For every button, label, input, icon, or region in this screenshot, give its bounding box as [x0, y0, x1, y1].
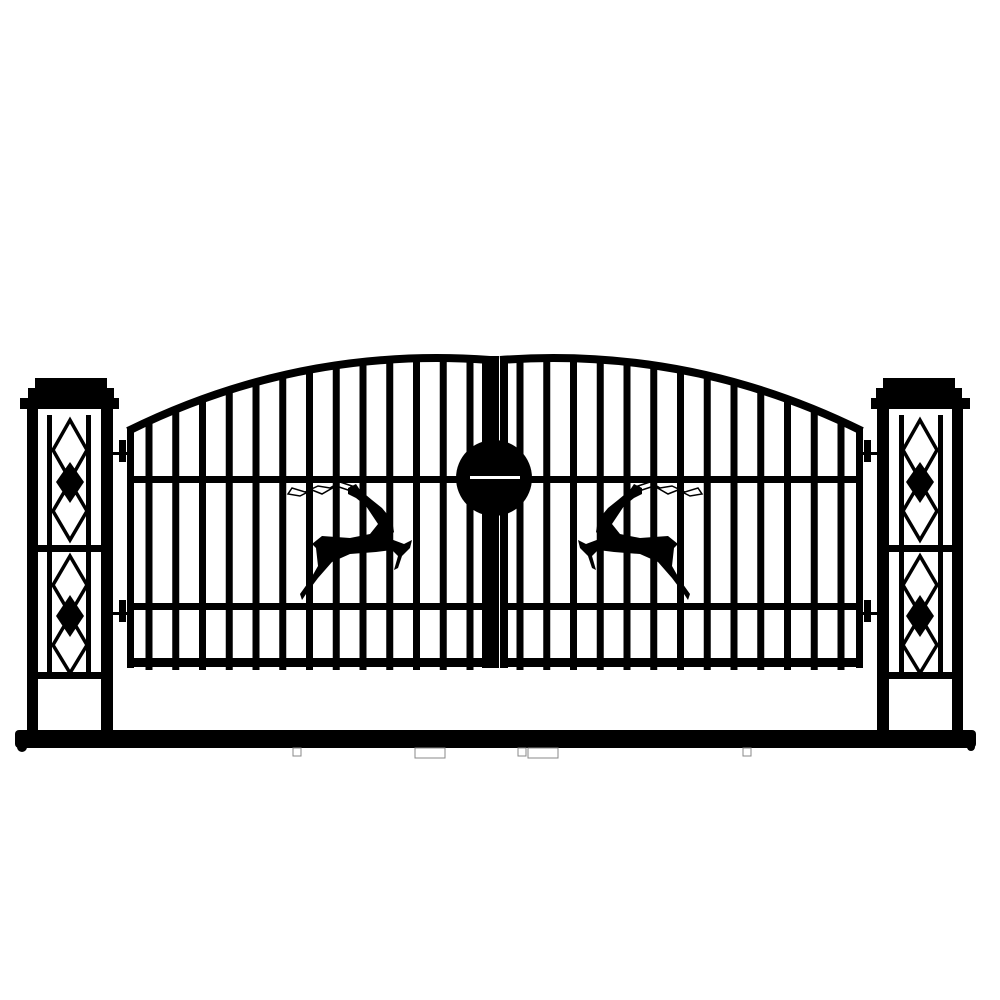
right-half — [500, 340, 970, 732]
base-track — [15, 730, 976, 759]
center-latch-disc — [456, 356, 532, 668]
left-half — [20, 340, 490, 732]
